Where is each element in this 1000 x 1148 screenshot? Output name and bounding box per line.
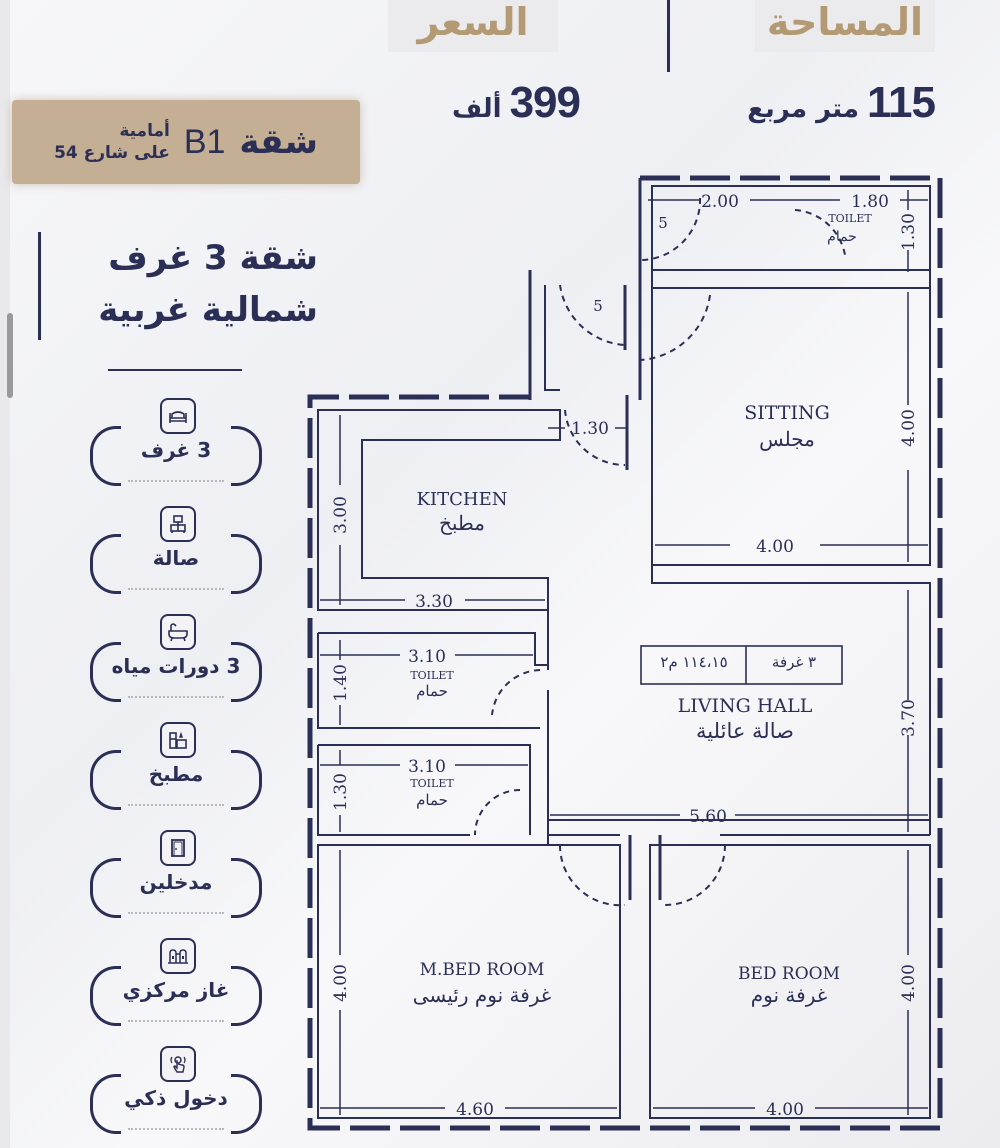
unit-location-line1: أمامية bbox=[119, 121, 170, 141]
summary-rooms: ٣ غرفة bbox=[772, 653, 816, 671]
unit-badge: شقة B1 أمامية على شارع 54 bbox=[12, 100, 360, 184]
feature-smart-entry: دخول ذكي bbox=[90, 1046, 262, 1134]
left-edge bbox=[0, 0, 10, 1148]
toilet-top-label-ar: حمام bbox=[827, 229, 857, 245]
area-value-row: 115 متر مربع bbox=[747, 78, 936, 128]
kitchen-label-ar: مطبخ bbox=[439, 511, 485, 535]
area-heading: المساحة bbox=[755, 0, 935, 52]
description-rooms: شقة 3 غرف bbox=[108, 238, 318, 278]
feature-label: 3 دورات مياه bbox=[111, 654, 241, 678]
dim-bedroom-width: 4.00 bbox=[766, 1100, 804, 1120]
dim-sitting-height: 4.00 bbox=[899, 409, 919, 447]
dim-corridor: 1.30 bbox=[571, 419, 609, 439]
living-hall-label-ar: صالة عائلية bbox=[696, 719, 794, 743]
floor-plan: 2.00 1.80 1.30 5 5 TOILET حمام SITTING م… bbox=[307, 175, 943, 1131]
door-icon bbox=[160, 830, 196, 866]
feature-label: دخول ذكي bbox=[124, 1086, 228, 1110]
area-value: 115 bbox=[867, 78, 936, 127]
dim-entry-width: 2.00 bbox=[701, 192, 739, 212]
dotted-line bbox=[128, 696, 224, 698]
unit-title: شقة bbox=[239, 122, 318, 162]
description-accent-line bbox=[38, 232, 41, 340]
dim-hall-height: 3.70 bbox=[899, 699, 919, 737]
price-value: 399 bbox=[509, 78, 581, 127]
area-unit: متر مربع bbox=[747, 94, 860, 124]
door-label-1: 5 bbox=[658, 214, 668, 232]
sitting-label-ar: مجلس bbox=[759, 427, 815, 451]
dotted-line bbox=[128, 588, 224, 590]
price-value-row: 399 ألف bbox=[451, 78, 581, 128]
toilet2-label-ar: حمام bbox=[416, 791, 448, 809]
tv-cabinet-icon bbox=[160, 506, 196, 542]
feature-bathrooms: 3 دورات مياه bbox=[90, 614, 262, 702]
toilet2-label-en: TOILET bbox=[410, 777, 454, 790]
header-divider bbox=[667, 0, 670, 72]
feature-label: صالة bbox=[152, 546, 200, 570]
dotted-line bbox=[128, 1128, 224, 1130]
dim-master-bedroom-height: 4.00 bbox=[331, 964, 351, 1002]
price-heading: السعر bbox=[388, 0, 558, 52]
dim-toilet2-height: 1.30 bbox=[331, 773, 351, 811]
apartment-description: شقة 3 غرف شمالية غربية bbox=[38, 232, 318, 342]
smart-touch-icon bbox=[160, 1046, 196, 1082]
bed-icon bbox=[160, 398, 196, 434]
sitting-label-en: SITTING bbox=[744, 402, 830, 424]
master-bedroom-label-en: M.BED ROOM bbox=[420, 960, 545, 980]
kitchen-icon bbox=[160, 722, 196, 758]
dim-sitting-width: 4.00 bbox=[756, 537, 794, 557]
living-hall-label-en: LIVING HALL bbox=[678, 695, 813, 717]
dim-toilet1-width: 3.10 bbox=[408, 647, 446, 667]
dim-toilet-top-height: 1.30 bbox=[899, 213, 919, 251]
dim-toilet2-width: 3.10 bbox=[408, 757, 446, 777]
dim-kitchen-width: 3.30 bbox=[415, 592, 453, 612]
summary-area: ١١٤،١٥ م٢ bbox=[660, 653, 727, 671]
dim-toilet-top-width: 1.80 bbox=[851, 192, 889, 212]
dotted-line bbox=[128, 480, 224, 482]
dim-hall-width: 5.60 bbox=[689, 807, 727, 827]
kitchen-label-en: KITCHEN bbox=[417, 489, 508, 510]
section-divider bbox=[108, 369, 242, 371]
dotted-line bbox=[128, 804, 224, 806]
scrollbar[interactable] bbox=[7, 313, 13, 398]
unit-location-line2: على شارع 54 bbox=[54, 143, 170, 163]
bathtub-icon bbox=[160, 614, 196, 650]
feature-kitchen: مطبخ bbox=[90, 722, 262, 810]
feature-label: 3 غرف bbox=[140, 438, 212, 462]
feature-label: مطبخ bbox=[148, 762, 204, 786]
toilet-top-label-en: TOILET bbox=[828, 212, 872, 225]
price-unit: ألف bbox=[451, 94, 502, 124]
feature-hall: صالة bbox=[90, 506, 262, 594]
dim-master-bedroom-width: 4.60 bbox=[456, 1100, 494, 1120]
bedroom-label-en: BED ROOM bbox=[738, 964, 840, 984]
dim-toilet1-height: 1.40 bbox=[331, 664, 351, 702]
toilet1-label-ar: حمام bbox=[416, 682, 448, 700]
gas-tank-icon bbox=[160, 938, 196, 974]
dim-kitchen-height: 3.00 bbox=[331, 496, 351, 534]
dotted-line bbox=[128, 912, 224, 914]
feature-central-gas: غاز مركزي bbox=[90, 938, 262, 1026]
bedroom-label-ar: غرفة نوم bbox=[751, 983, 827, 1007]
feature-entrances: مدخلين bbox=[90, 830, 262, 918]
master-bedroom-label-ar: غرفة نوم رئيسى bbox=[413, 983, 552, 1007]
unit-code: B1 bbox=[183, 122, 226, 161]
door-label-2: 5 bbox=[593, 297, 603, 315]
unit-location: أمامية على شارع 54 bbox=[54, 120, 170, 164]
description-orientation: شمالية غربية bbox=[98, 290, 318, 330]
feature-rooms: 3 غرف bbox=[90, 398, 262, 486]
toilet1-label-en: TOILET bbox=[410, 669, 454, 682]
feature-label: غاز مركزي bbox=[122, 978, 230, 1002]
dotted-line bbox=[128, 1020, 224, 1022]
feature-label: مدخلين bbox=[139, 870, 213, 894]
dim-bedroom-height: 4.00 bbox=[899, 964, 919, 1002]
